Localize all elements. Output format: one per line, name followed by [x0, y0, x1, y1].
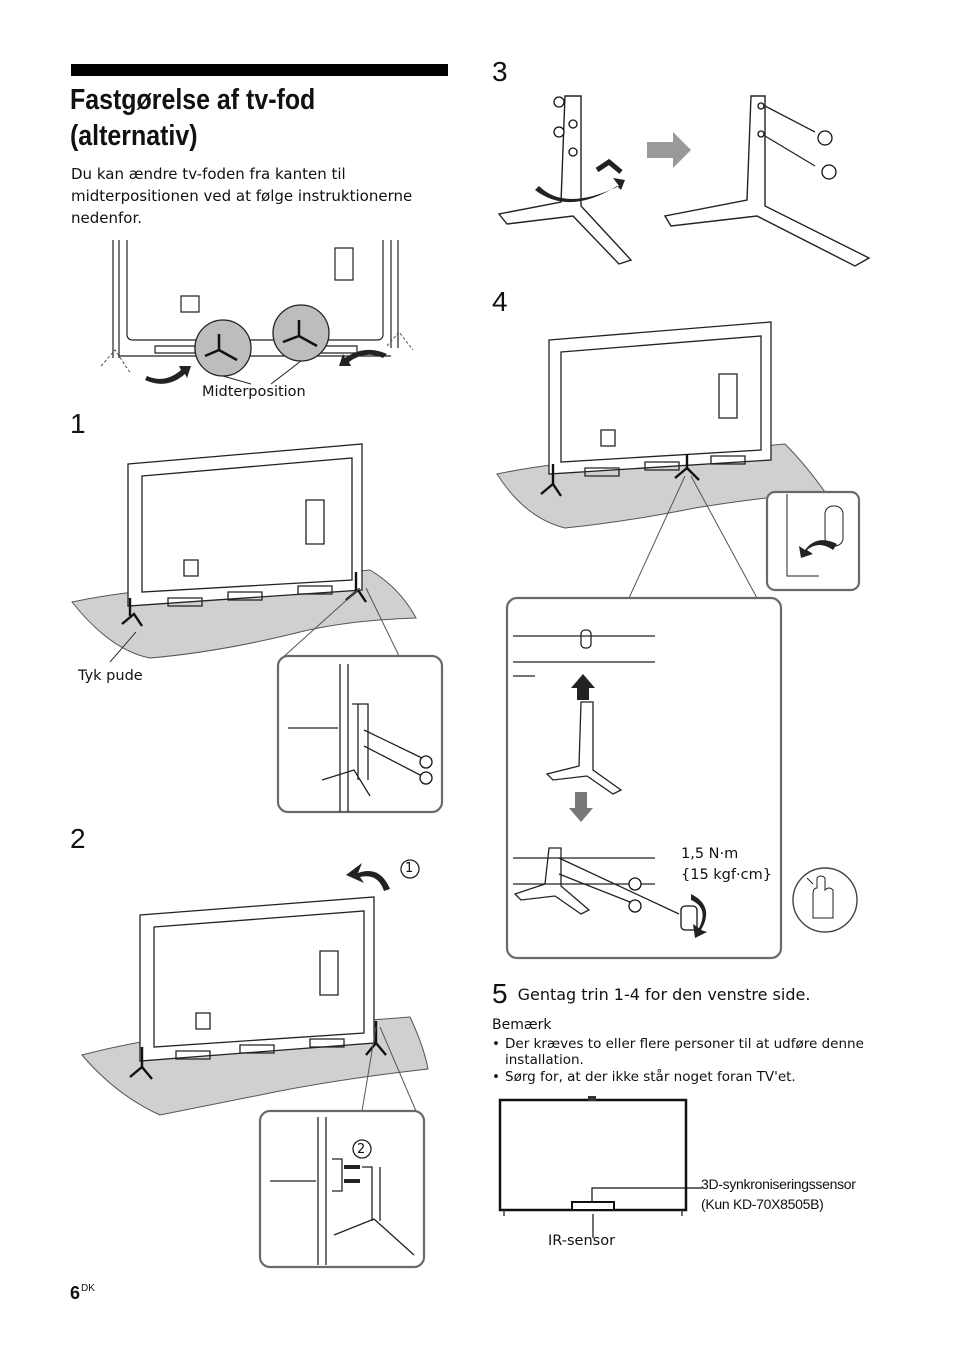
title-line-2: (alternativ) [70, 120, 198, 152]
step-5: 5 Gentag trin 1-4 for den venstre side. [492, 978, 810, 1010]
thick-cushion-label: Tyk pude [78, 668, 143, 684]
tv-front-illustration [498, 1096, 688, 1216]
language-code: DK [81, 1283, 95, 1294]
step-2-illustration [80, 855, 430, 1270]
sensor-leader-lines [580, 1180, 705, 1240]
intro-text: Du kan ændre tv-foden fra kanten til mid… [71, 165, 413, 227]
step-5-text: Gentag trin 1-4 for den venstre side. [517, 985, 811, 1004]
section-rule [71, 64, 448, 76]
title-line-1: Fastgørelse af tv-fod [70, 84, 316, 116]
torque-nm-label: 1,5 N·m [681, 846, 739, 862]
step-3-illustration [495, 88, 873, 273]
note-heading: Bemærk [492, 1017, 552, 1033]
torque-kgf-label: {15 kgf·cm} [681, 867, 772, 883]
step-1-number: 1 [70, 408, 86, 439]
center-position-label: Midterposition [202, 384, 306, 400]
sync-sensor-label: 3D-synkroniseringssensor (Kun KD-70X8505… [701, 1174, 856, 1214]
note-item: Der kræves to eller flere personer til a… [492, 1036, 872, 1068]
callout-1: 1 [405, 861, 414, 876]
page-number: 6DK [70, 1283, 95, 1303]
step-2-number: 2 [70, 823, 86, 854]
step-4-number: 4 [492, 286, 508, 317]
note-list: Der kræves to eller flere personer til a… [492, 1036, 872, 1086]
section-title: Fastgørelse af tv-fod (alternativ) [70, 82, 397, 154]
sync-sensor-model: (Kun KD-70X8505B) [701, 1196, 824, 1212]
step-4-illustration [495, 318, 863, 963]
sync-sensor-name: 3D-synkroniseringssensor [701, 1176, 856, 1192]
step-1-illustration [70, 440, 445, 815]
callout-2: 2 [357, 1142, 366, 1157]
step-5-number: 5 [492, 978, 508, 1009]
step-3-number: 3 [492, 56, 508, 87]
overview-illustration [95, 238, 425, 383]
note-item: Sørg for, at der ikke står noget foran T… [492, 1069, 872, 1085]
ir-sensor-label: IR-sensor [548, 1233, 616, 1249]
